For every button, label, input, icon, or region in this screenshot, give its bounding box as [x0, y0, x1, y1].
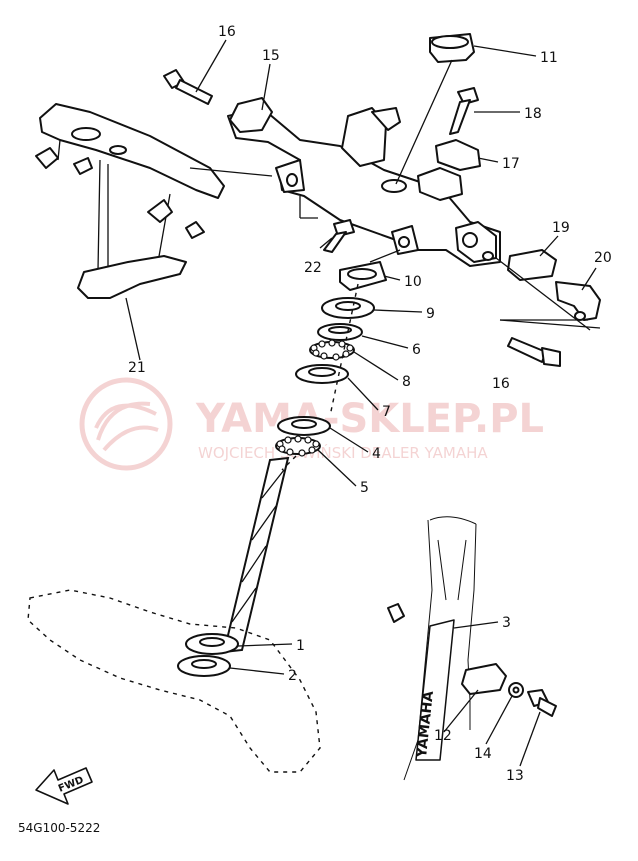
- callout-2: 2: [288, 668, 297, 684]
- part-11-nut: [429, 33, 475, 63]
- part-12-clamp: [461, 663, 507, 695]
- callout-20: 20: [594, 250, 612, 266]
- fork-tube: YAMAHA: [387, 516, 477, 781]
- watermark-title: YAMA-SKLEP.PL: [195, 396, 544, 442]
- part-16-bolt-lower: [507, 337, 561, 367]
- part-13-bolt: [527, 689, 557, 717]
- callout-8: 8: [402, 374, 411, 390]
- callout-21: 21: [128, 360, 146, 376]
- callout-14: 14: [474, 746, 492, 762]
- callout-16-upper: 16: [218, 24, 236, 40]
- part-18-bolt: [449, 87, 479, 135]
- upper-bracket: [227, 97, 501, 267]
- part-21-bracket: [35, 103, 225, 299]
- callout-6: 6: [412, 342, 421, 358]
- callout-11: 11: [540, 50, 558, 66]
- part-8-bearing: [309, 339, 355, 361]
- callout-4: 4: [372, 446, 381, 462]
- callout-3: 3: [502, 615, 511, 631]
- watermark-subtitle: WOJCIECH SOWIŃSKI DEALER YAMAHA: [198, 443, 488, 462]
- part-17-clamp: [435, 139, 481, 171]
- callouts: 1 2 3 4 5 6 7 8 9 10 11 12 13 14 15 16 1…: [128, 24, 612, 784]
- callout-16-lower: 16: [492, 376, 510, 392]
- part-5-bearing: [275, 435, 321, 457]
- callout-12: 12: [434, 728, 452, 744]
- callout-13: 13: [506, 768, 524, 784]
- callout-22: 22: [304, 260, 322, 276]
- part-20-clamp: [555, 281, 601, 321]
- steering-stem: [222, 456, 290, 654]
- callout-15: 15: [262, 48, 280, 64]
- callout-18: 18: [524, 106, 542, 122]
- fwd-arrow-icon: FWD: [35, 767, 93, 805]
- fork-brand-label: YAMAHA: [414, 690, 437, 759]
- callout-17: 17: [502, 156, 520, 172]
- part-19-block: [507, 249, 557, 281]
- watermark-logo-icon: [79, 377, 173, 471]
- part-22-bolt: [323, 219, 355, 253]
- under-bracket-outline: [27, 589, 321, 773]
- diagram-code: 54G100-5222: [18, 821, 100, 835]
- leader-lines: [125, 39, 601, 767]
- callout-19: 19: [552, 220, 570, 236]
- part-16-bolt-upper: [163, 69, 213, 105]
- watermark: YAMA-SKLEP.PL WOJCIECH SOWIŃSKI DEALER Y…: [79, 377, 544, 471]
- callout-10: 10: [404, 274, 422, 290]
- callout-9: 9: [426, 306, 435, 322]
- callout-5: 5: [360, 480, 369, 496]
- callout-7: 7: [382, 404, 391, 420]
- callout-1: 1: [296, 638, 305, 654]
- part-10-ring-nut: [339, 261, 387, 291]
